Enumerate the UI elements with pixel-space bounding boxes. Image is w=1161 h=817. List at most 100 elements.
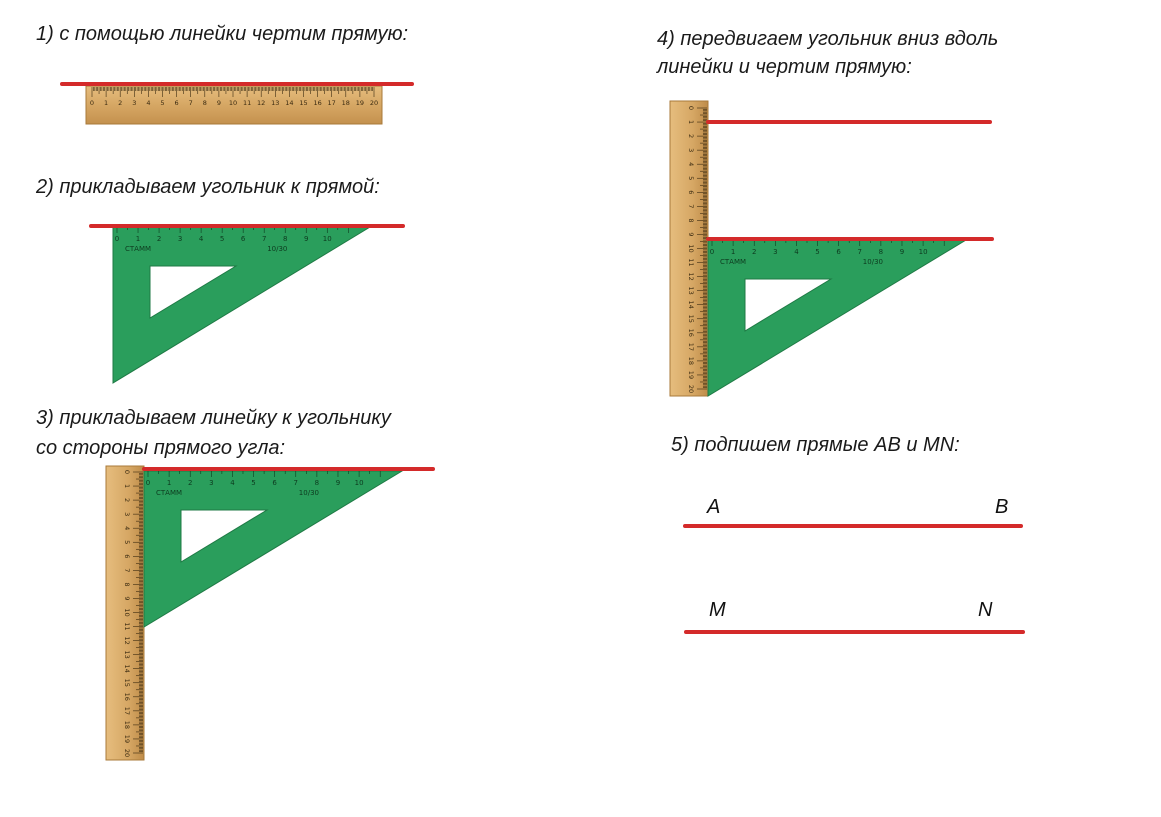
set-square-tick-label: 2 xyxy=(188,479,192,487)
ruler-tick-label: 6 xyxy=(123,554,131,558)
ruler-tick-label: 4 xyxy=(146,99,150,107)
set-square-tick-label: 0 xyxy=(146,479,150,487)
ruler-tick-label: 10 xyxy=(229,99,237,107)
ruler-tick-label: 14 xyxy=(687,301,695,309)
ruler-tick-label: 1 xyxy=(104,99,108,107)
set-square-tick-label: 7 xyxy=(294,479,298,487)
set-square-body xyxy=(707,239,968,397)
ruler-tick-label: 3 xyxy=(687,148,695,152)
set-square-tick-label: 8 xyxy=(315,479,319,487)
set-square-body xyxy=(143,470,404,628)
ruler-tick-label: 5 xyxy=(687,176,695,180)
ruler-tick-label: 18 xyxy=(123,721,131,729)
ruler-tick-label: 17 xyxy=(328,99,336,107)
set-square-tick-label: 4 xyxy=(230,479,235,487)
ruler-tick-label: 4 xyxy=(123,526,131,530)
ruler-tick-label: 19 xyxy=(356,99,364,107)
ruler-tick-label: 15 xyxy=(123,679,131,687)
ruler-tick-label: 9 xyxy=(123,596,131,600)
set-square-tick-label: 4 xyxy=(199,235,204,243)
set-square-tick-label: 7 xyxy=(262,235,266,243)
ruler-tick-label: 16 xyxy=(687,329,695,337)
ruler-tick-label: 20 xyxy=(687,385,695,393)
step-5-text: 5) подпишем прямые AB и MN: xyxy=(671,434,960,456)
ruler-tick-label: 7 xyxy=(189,99,193,107)
ruler-tick-label: 0 xyxy=(123,470,131,474)
set-square-tick-label: 10 xyxy=(919,248,928,256)
ruler-tick-label: 17 xyxy=(687,343,695,351)
set-square-body xyxy=(112,226,372,384)
ruler-tick-label: 19 xyxy=(687,371,695,379)
ruler-ticks xyxy=(133,471,143,754)
ruler-tick-label: 10 xyxy=(687,244,695,252)
ruler-tick-label: 12 xyxy=(257,99,265,107)
ruler-ticks xyxy=(697,107,707,390)
point-a-label: A xyxy=(706,496,720,518)
step-1-text: 1) с помощью линейки чертим прямую: xyxy=(36,23,409,45)
ruler-tick-label: 0 xyxy=(90,99,94,107)
set-square-tick-label: 0 xyxy=(710,248,714,256)
ruler-tick-label: 18 xyxy=(687,357,695,365)
set-square-tick-label: 6 xyxy=(836,248,841,256)
ruler-tick-label: 0 xyxy=(687,106,695,110)
ruler-tick-label: 8 xyxy=(687,218,695,222)
set-square-tick-label: 3 xyxy=(178,235,182,243)
ruler-tick-label: 1 xyxy=(123,484,131,488)
ruler-tick-label: 8 xyxy=(203,99,207,107)
step-3-text-line2: со стороны прямого угла: xyxy=(36,437,286,459)
set-square-tick-label: 7 xyxy=(858,248,862,256)
ruler-tick-label: 12 xyxy=(123,636,131,644)
ruler-tick-label: 14 xyxy=(123,665,131,673)
point-n-label: N xyxy=(978,599,993,621)
ruler-tick-label: 14 xyxy=(285,99,293,107)
set-square-tick-label: 5 xyxy=(251,479,255,487)
set-square-tick-label: 6 xyxy=(241,235,246,243)
ruler-tick-label: 15 xyxy=(299,99,307,107)
ruler-tick-label: 1 xyxy=(687,120,695,124)
set-square-tick-label: 8 xyxy=(283,235,287,243)
ruler-tick-label: 15 xyxy=(687,315,695,323)
ruler-tick-label: 16 xyxy=(313,99,321,107)
ruler-tick-label: 11 xyxy=(243,99,251,107)
ruler-tick-label: 5 xyxy=(123,540,131,544)
set-square-tick-label: 1 xyxy=(136,235,140,243)
set-square-tick-label: 8 xyxy=(879,248,883,256)
ruler-tick-label: 9 xyxy=(217,99,221,107)
ruler-tick-label: 11 xyxy=(123,622,131,630)
ruler-tick-label: 6 xyxy=(175,99,179,107)
step-4-text-line1: 4) передвигаем угольник вниз вдоль xyxy=(657,28,999,50)
ruler-tick-label: 13 xyxy=(123,651,131,659)
ruler-tick-label: 17 xyxy=(123,707,131,715)
ruler-tick-label: 16 xyxy=(123,693,131,701)
set-square-tick-label: 6 xyxy=(272,479,277,487)
set-square-tick-label: 2 xyxy=(752,248,756,256)
ruler-tick-label: 4 xyxy=(687,162,695,166)
set-square-tick-label: 2 xyxy=(157,235,161,243)
set-square-tick-label: 1 xyxy=(167,479,171,487)
ruler-tick-label: 20 xyxy=(123,749,131,757)
ruler-tick-label: 2 xyxy=(118,99,122,107)
set-square-tick-label: 3 xyxy=(209,479,213,487)
set-square-brand: СТАММ xyxy=(720,258,746,266)
set-square-brand: СТАММ xyxy=(125,245,151,253)
set-square-tick-label: 5 xyxy=(220,235,224,243)
set-square-tick-label: 9 xyxy=(336,479,340,487)
ruler-tick-label: 8 xyxy=(123,582,131,586)
set-square-model: 10/30 xyxy=(863,258,883,266)
set-square-brand: СТАММ xyxy=(156,489,182,497)
ruler-tick-label: 19 xyxy=(123,735,131,743)
step-2-text: 2) прикладываем угольник к прямой: xyxy=(36,176,380,198)
ruler-tick-label: 6 xyxy=(687,190,695,194)
ruler-tick-label: 18 xyxy=(342,99,350,107)
set-square-tick-label: 10 xyxy=(323,235,332,243)
ruler-tick-label: 7 xyxy=(687,204,695,208)
set-square-model: 10/30 xyxy=(267,245,287,253)
set-square-tick-label: 5 xyxy=(815,248,819,256)
ruler-body xyxy=(85,85,383,125)
